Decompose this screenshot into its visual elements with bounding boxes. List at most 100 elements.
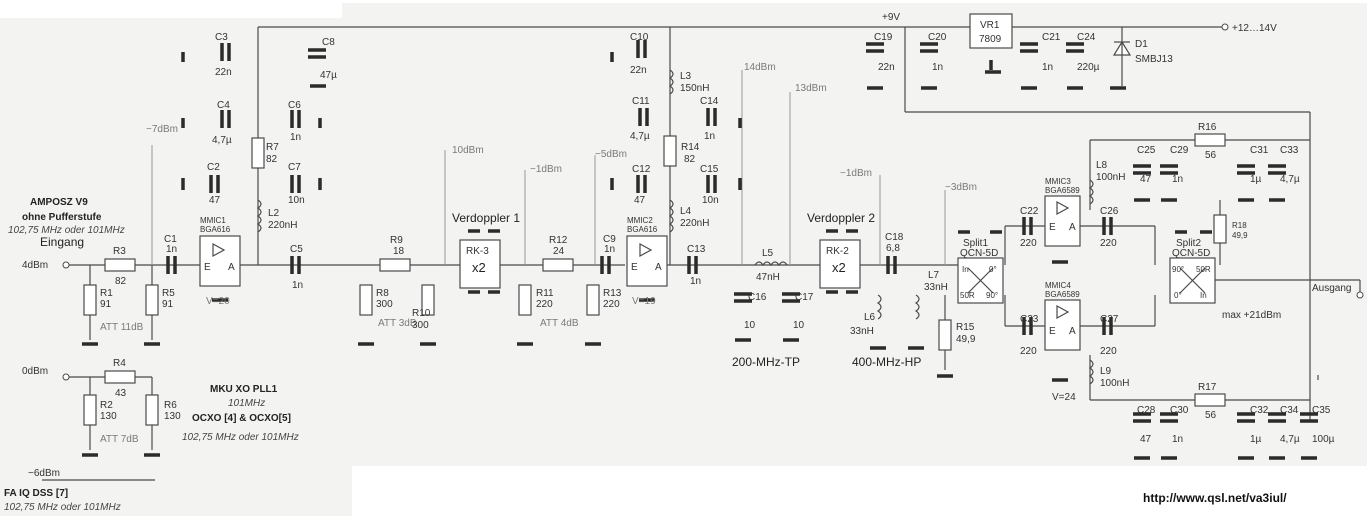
r16-val: 56 [1205, 150, 1217, 161]
c7-ref: C7 [288, 162, 301, 173]
c15-ref: C15 [700, 164, 719, 175]
c26-val: 220 [1100, 238, 1117, 249]
split2-type: QCN-5D [1172, 248, 1210, 259]
c13-val: 1n [690, 276, 701, 287]
c18-val: 6,8 [886, 243, 900, 254]
r15-ref: R15 [956, 322, 975, 333]
c7-val: 10n [288, 195, 305, 206]
c4-val: 4,7µ [212, 135, 232, 146]
split1-50r: 50R [960, 291, 975, 300]
r5-val: 91 [162, 299, 174, 310]
mmic4-e: E [1049, 326, 1056, 337]
c31-val: 1µ [1250, 174, 1262, 185]
c14-val: 1n [704, 131, 715, 142]
c30-val: 1n [1172, 434, 1183, 445]
level-m1b: −1dBm [840, 168, 872, 179]
r2-val: 130 [100, 411, 117, 422]
v20-label: V=20 [206, 296, 230, 307]
c9-ref: C9 [603, 234, 616, 245]
r13-val: 220 [603, 299, 620, 310]
r17-ref: R17 [1198, 382, 1217, 393]
split2-0: 0° [1174, 291, 1182, 300]
c16-val: 10 [744, 320, 756, 331]
l2-val: 220nH [268, 220, 297, 231]
c1-ref: C1 [164, 234, 177, 245]
verdoppler1-label: Verdoppler 1 [452, 211, 520, 225]
l7-ref: L7 [928, 270, 940, 281]
r4-val: 43 [115, 388, 127, 399]
c5-ref: C5 [290, 244, 303, 255]
c26-ref: C26 [1100, 206, 1119, 217]
mmic2-type: BGA616 [627, 225, 658, 234]
r10-val: 300 [412, 320, 429, 331]
c25-val: 47 [1140, 174, 1152, 185]
c17-ref: C17 [795, 292, 814, 303]
c4-ref: C4 [217, 100, 230, 111]
c14-ref: C14 [700, 96, 719, 107]
mmic4-label: MMIC4 [1045, 281, 1071, 290]
mmic1-a: A [228, 262, 235, 273]
level-p14: 14dBm [744, 62, 776, 73]
c3-ref: C3 [215, 32, 228, 43]
c30-ref: C30 [1170, 405, 1189, 416]
vcc-label: +9V [882, 12, 900, 23]
v19-label: V=19 [632, 296, 656, 307]
c31-ref: C31 [1250, 145, 1269, 156]
level-m5: −5dBm [595, 149, 627, 160]
c11-val: 4,7µ [630, 131, 650, 142]
r13-ref: R13 [603, 288, 622, 299]
c32-ref: C32 [1250, 405, 1269, 416]
eingang-label: Eingang [40, 235, 84, 249]
paper-main [342, 3, 1367, 466]
c28-ref: C28 [1137, 405, 1156, 416]
c25-ref: C25 [1137, 145, 1156, 156]
d1-type: SMBJ13 [1135, 54, 1173, 65]
amposz-title: AMPOSZ V9 [30, 197, 88, 208]
c27-val: 220 [1100, 346, 1117, 357]
tp-label: 200-MHz-TP [732, 355, 800, 369]
l2-ref: L2 [268, 208, 280, 219]
c13-ref: C13 [687, 244, 706, 255]
ocxo-freq: 102,75 MHz oder 101MHz [182, 432, 299, 443]
r11-ref: R11 [536, 288, 554, 299]
l5-ref: L5 [762, 248, 774, 259]
level-m7: −7dBm [146, 124, 178, 135]
c20-val: 1n [932, 62, 943, 73]
l8-val: 100nH [1096, 172, 1125, 183]
c12-val: 47 [634, 195, 646, 206]
c10-ref: C10 [630, 32, 649, 43]
c27-ref: C27 [1100, 314, 1119, 325]
r4-ref: R4 [113, 358, 126, 369]
r1-val: 91 [100, 299, 112, 310]
c5-val: 1n [292, 280, 303, 291]
verdoppler2-label: Verdoppler 2 [807, 211, 875, 225]
labels: AMPOSZ V9 ohne Pufferstufe 102,75 MHz od… [4, 12, 1351, 513]
split1-0: 0° [989, 265, 997, 274]
l6-val: 33nH [850, 326, 874, 337]
c34-ref: C34 [1280, 405, 1299, 416]
c22-ref: C22 [1020, 206, 1039, 217]
split1-type: QCN-5D [960, 248, 998, 259]
r8-ref: R8 [376, 288, 389, 299]
mmic1-label: MMIC1 [200, 216, 226, 225]
c22-val: 220 [1020, 238, 1037, 249]
c33-ref: C33 [1280, 145, 1299, 156]
c29-val: 1n [1172, 174, 1183, 185]
fa-freq: 102,75 MHz oder 101MHz [4, 502, 121, 513]
r3-val: 82 [115, 276, 127, 287]
c15-val: 10n [702, 195, 719, 206]
c24-val: 220µ [1077, 62, 1100, 73]
c8-val: 47µ [320, 70, 337, 81]
r3-ref: R3 [113, 246, 126, 257]
c6-val: 1n [290, 132, 301, 143]
mmic2-label: MMIC2 [627, 216, 653, 225]
r2-ref: R2 [100, 400, 113, 411]
l5-val: 47nH [756, 272, 780, 283]
c21-val: 1n [1042, 62, 1053, 73]
c2-ref: C2 [207, 162, 220, 173]
c3-val: 22n [215, 67, 232, 78]
c17-val: 10 [793, 320, 805, 331]
r1-ref: R1 [100, 288, 113, 299]
c16-ref: C16 [748, 292, 767, 303]
